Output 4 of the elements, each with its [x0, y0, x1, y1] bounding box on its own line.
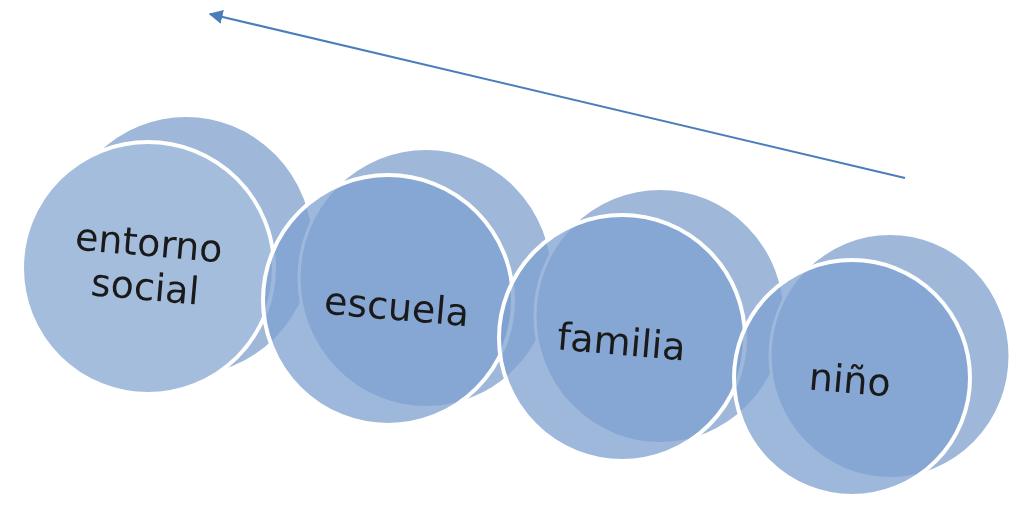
circle-label: entorno social	[72, 214, 226, 316]
circle-label: escuela	[322, 279, 472, 336]
circle-label: niño	[806, 355, 893, 406]
circle-label: familia	[555, 315, 687, 371]
